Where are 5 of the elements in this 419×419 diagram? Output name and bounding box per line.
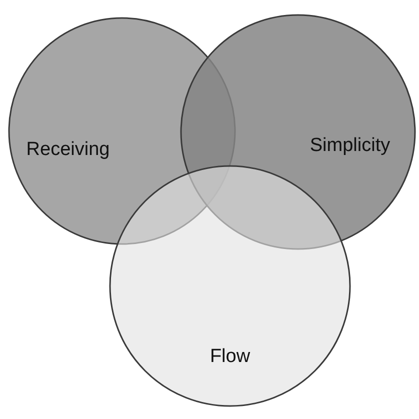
venn-circle: [109, 165, 351, 407]
circle-label: Simplicity: [310, 134, 390, 158]
venn-circle: [180, 14, 416, 250]
circle-label: Receiving: [26, 138, 110, 162]
circle-label: Flow: [210, 345, 250, 369]
